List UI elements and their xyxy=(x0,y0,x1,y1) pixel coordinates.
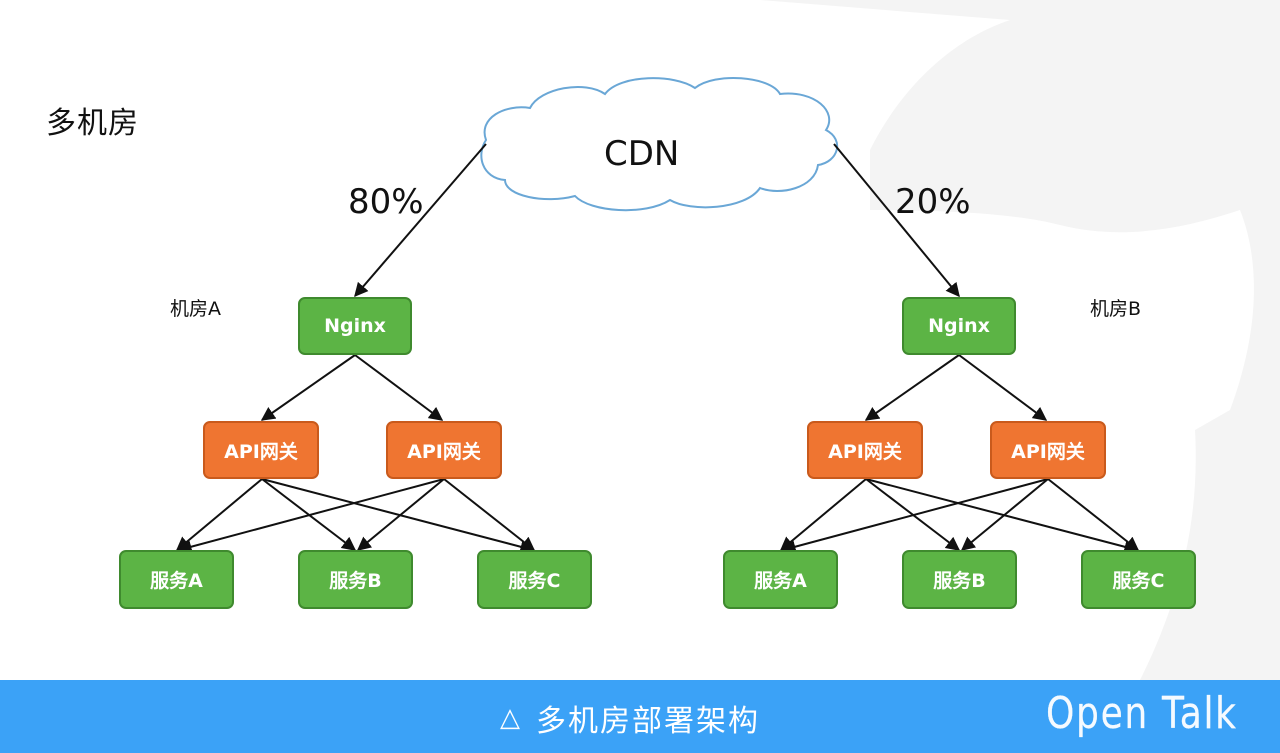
service-a-node-b[interactable]: 服务A xyxy=(723,550,838,609)
background-shape xyxy=(760,0,1280,680)
footer-caption-text: 多机房部署架构 xyxy=(536,704,760,739)
nginx-node-b[interactable]: Nginx xyxy=(902,297,1016,355)
edge-gw-b2-to-svc-c xyxy=(1047,478,1140,551)
edge-gw-b1-to-svc-c xyxy=(865,478,1139,554)
service-c-node-b[interactable]: 服务C xyxy=(1081,550,1196,609)
edge-gw-a2-to-svc-c xyxy=(443,478,536,551)
brand-logo: Open Talk xyxy=(1046,688,1238,739)
api-gateway-node-a2[interactable]: API网关 xyxy=(386,421,502,479)
api-gateway-node-b2[interactable]: API网关 xyxy=(990,421,1106,479)
footer-bar: △ 多机房部署架构 Open Talk xyxy=(0,680,1280,753)
edge-gw-b2-to-svc-a xyxy=(781,478,1049,554)
edge-cdn-to-nginx-b xyxy=(833,143,960,298)
service-b-node-a[interactable]: 服务B xyxy=(298,550,413,609)
traffic-label-b: 20% xyxy=(895,182,971,222)
edge-nginx-b-to-gw-b2 xyxy=(958,354,1048,421)
edge-gw-a1-to-svc-c xyxy=(261,478,535,554)
edge-gw-a2-to-svc-a xyxy=(177,478,445,554)
architecture-diagram xyxy=(175,77,1140,554)
api-gateway-node-b1[interactable]: API网关 xyxy=(807,421,923,479)
traffic-label-a: 80% xyxy=(348,182,424,222)
datacenter-a-label: 机房A xyxy=(170,298,221,320)
edge-gw-a2-to-svc-b xyxy=(356,478,445,551)
edge-nginx-a-to-gw-a2 xyxy=(354,354,444,421)
edge-cdn-to-nginx-a xyxy=(354,143,487,298)
slide-title: 多机房 xyxy=(46,106,139,141)
service-c-node-a[interactable]: 服务C xyxy=(477,550,592,609)
cdn-label: CDN xyxy=(604,134,680,174)
service-a-node-a[interactable]: 服务A xyxy=(119,550,234,609)
edge-gw-a1-to-svc-a xyxy=(175,478,263,551)
background-decoration xyxy=(760,0,1280,680)
triangle-icon: △ xyxy=(500,703,522,733)
edges xyxy=(175,143,1140,554)
brand-text: Open Talk xyxy=(1046,688,1238,739)
datacenter-b-label: 机房B xyxy=(1090,298,1142,320)
nginx-node-a[interactable]: Nginx xyxy=(298,297,412,355)
service-b-node-b[interactable]: 服务B xyxy=(902,550,1017,609)
edge-nginx-b-to-gw-b1 xyxy=(864,354,960,421)
edge-nginx-a-to-gw-a1 xyxy=(260,354,356,421)
edge-gw-b1-to-svc-a xyxy=(779,478,867,551)
edge-gw-b2-to-svc-b xyxy=(960,478,1049,551)
footer-caption: △ 多机房部署架构 xyxy=(500,696,760,740)
api-gateway-node-a1[interactable]: API网关 xyxy=(203,421,319,479)
